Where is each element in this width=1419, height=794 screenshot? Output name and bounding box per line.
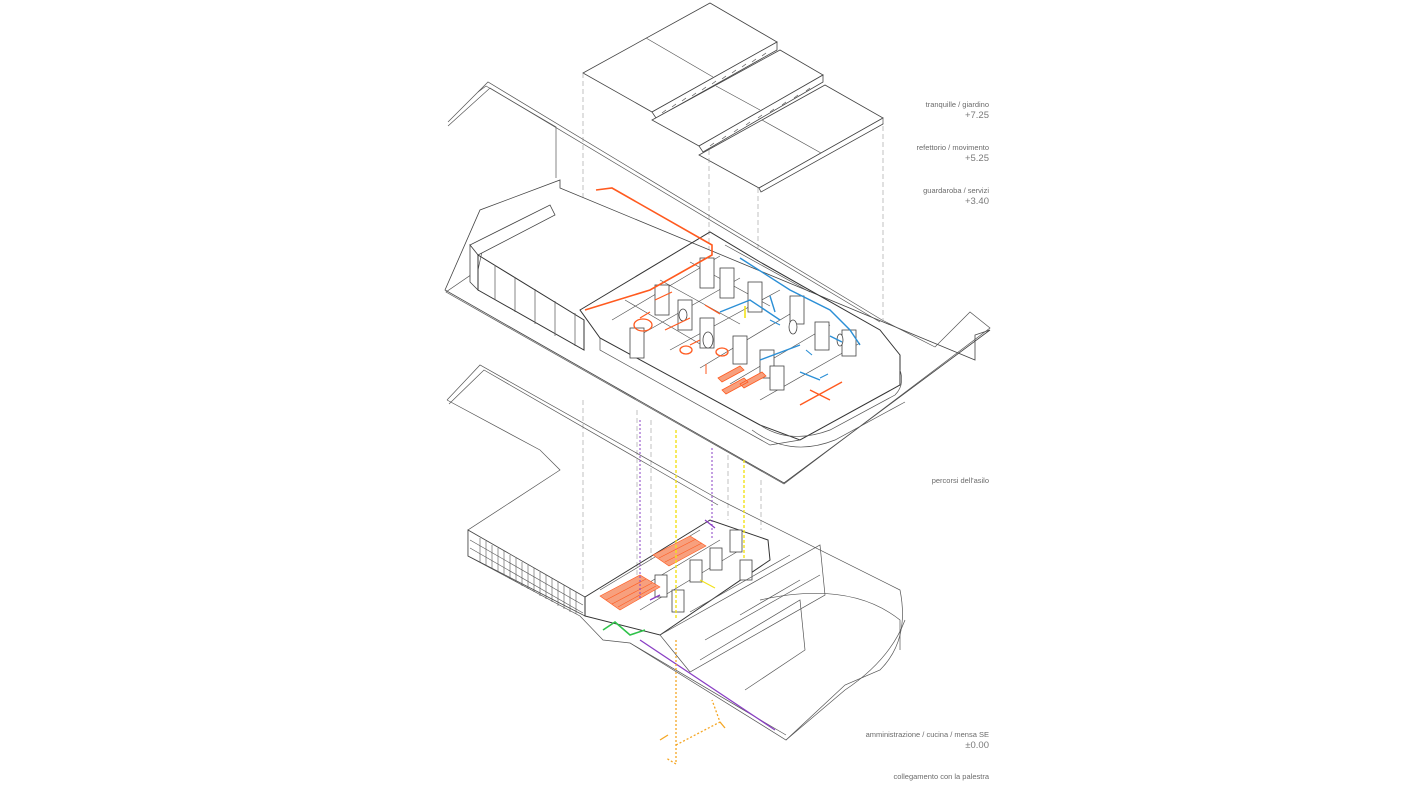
level-name: amministrazione / cucina / mensa SE xyxy=(865,730,989,739)
label-percorsi: percorsi dell'asilo xyxy=(932,476,989,486)
level-label-amministrazione: amministrazione / cucina / mensa SE ±0.0… xyxy=(866,730,989,752)
label-palestra: collegamento con la palestra xyxy=(894,772,989,782)
level-name: refettorio / movimento xyxy=(916,143,989,152)
level-label-guardaroba: guardaroba / servizi +3.40 xyxy=(923,186,989,208)
level-name: guardaroba / servizi xyxy=(923,186,989,195)
level-name: tranquille / giardino xyxy=(925,100,989,109)
roof-panels xyxy=(582,2,884,193)
upper-level-plan xyxy=(444,81,991,485)
paths-name: percorsi dell'asilo xyxy=(931,476,989,485)
ground-level-plan xyxy=(446,364,906,741)
roof-panel-2 xyxy=(651,49,824,153)
level-elevation: +5.25 xyxy=(964,153,989,164)
upper-paths xyxy=(584,187,861,406)
projection-lines xyxy=(582,73,884,590)
level-label-refettorio: refettorio / movimento +5.25 xyxy=(916,143,989,165)
gym-name: collegamento con la palestra xyxy=(893,772,989,781)
roof-panel-1 xyxy=(582,2,778,119)
level-elevation: +3.40 xyxy=(964,196,989,207)
level-elevation: +7.25 xyxy=(964,110,989,121)
level-label-tranquille: tranquille / giardino +7.25 xyxy=(926,100,989,122)
level-elevation: ±0.00 xyxy=(965,740,989,751)
ground-paths xyxy=(602,420,776,766)
